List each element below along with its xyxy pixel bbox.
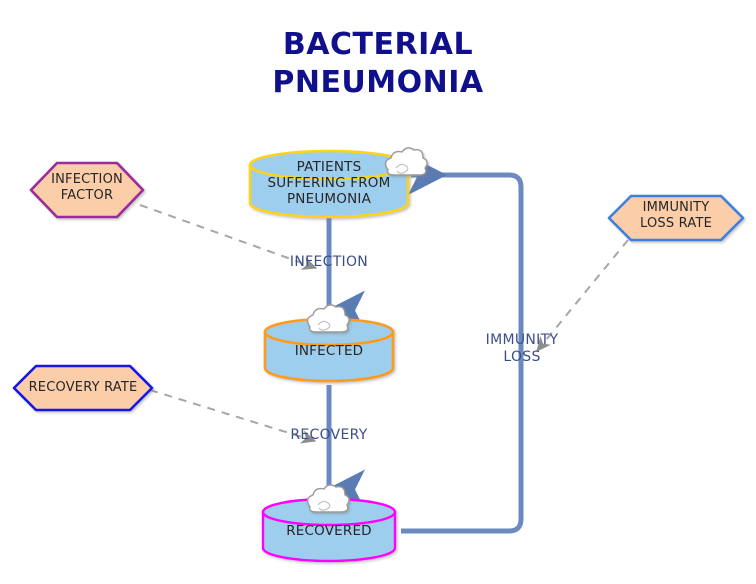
cloud-icon-immunity-loss-source xyxy=(384,147,428,176)
cloud-icon-recovered-inflow xyxy=(306,484,350,513)
flow-pipe-immunity-loss[interactable] xyxy=(401,155,524,534)
cloud-icon-infected-inflow xyxy=(306,304,350,333)
variable-recovery-rate[interactable] xyxy=(12,364,154,412)
connector-immunity-loss-rate-to-immunity-loss[interactable] xyxy=(536,239,629,352)
variable-infection-factor[interactable] xyxy=(29,161,145,219)
stock-infected[interactable] xyxy=(263,317,395,383)
connector-recovery-rate-to-recovery[interactable] xyxy=(149,389,317,444)
variable-immunity-loss-rate[interactable] xyxy=(607,194,745,242)
page-title: BACTERIAL PNEUMONIA xyxy=(272,27,484,100)
connector-infection-factor-to-infection[interactable] xyxy=(139,204,318,270)
stock-patients-suffering-from-pneumonia[interactable] xyxy=(248,149,410,219)
